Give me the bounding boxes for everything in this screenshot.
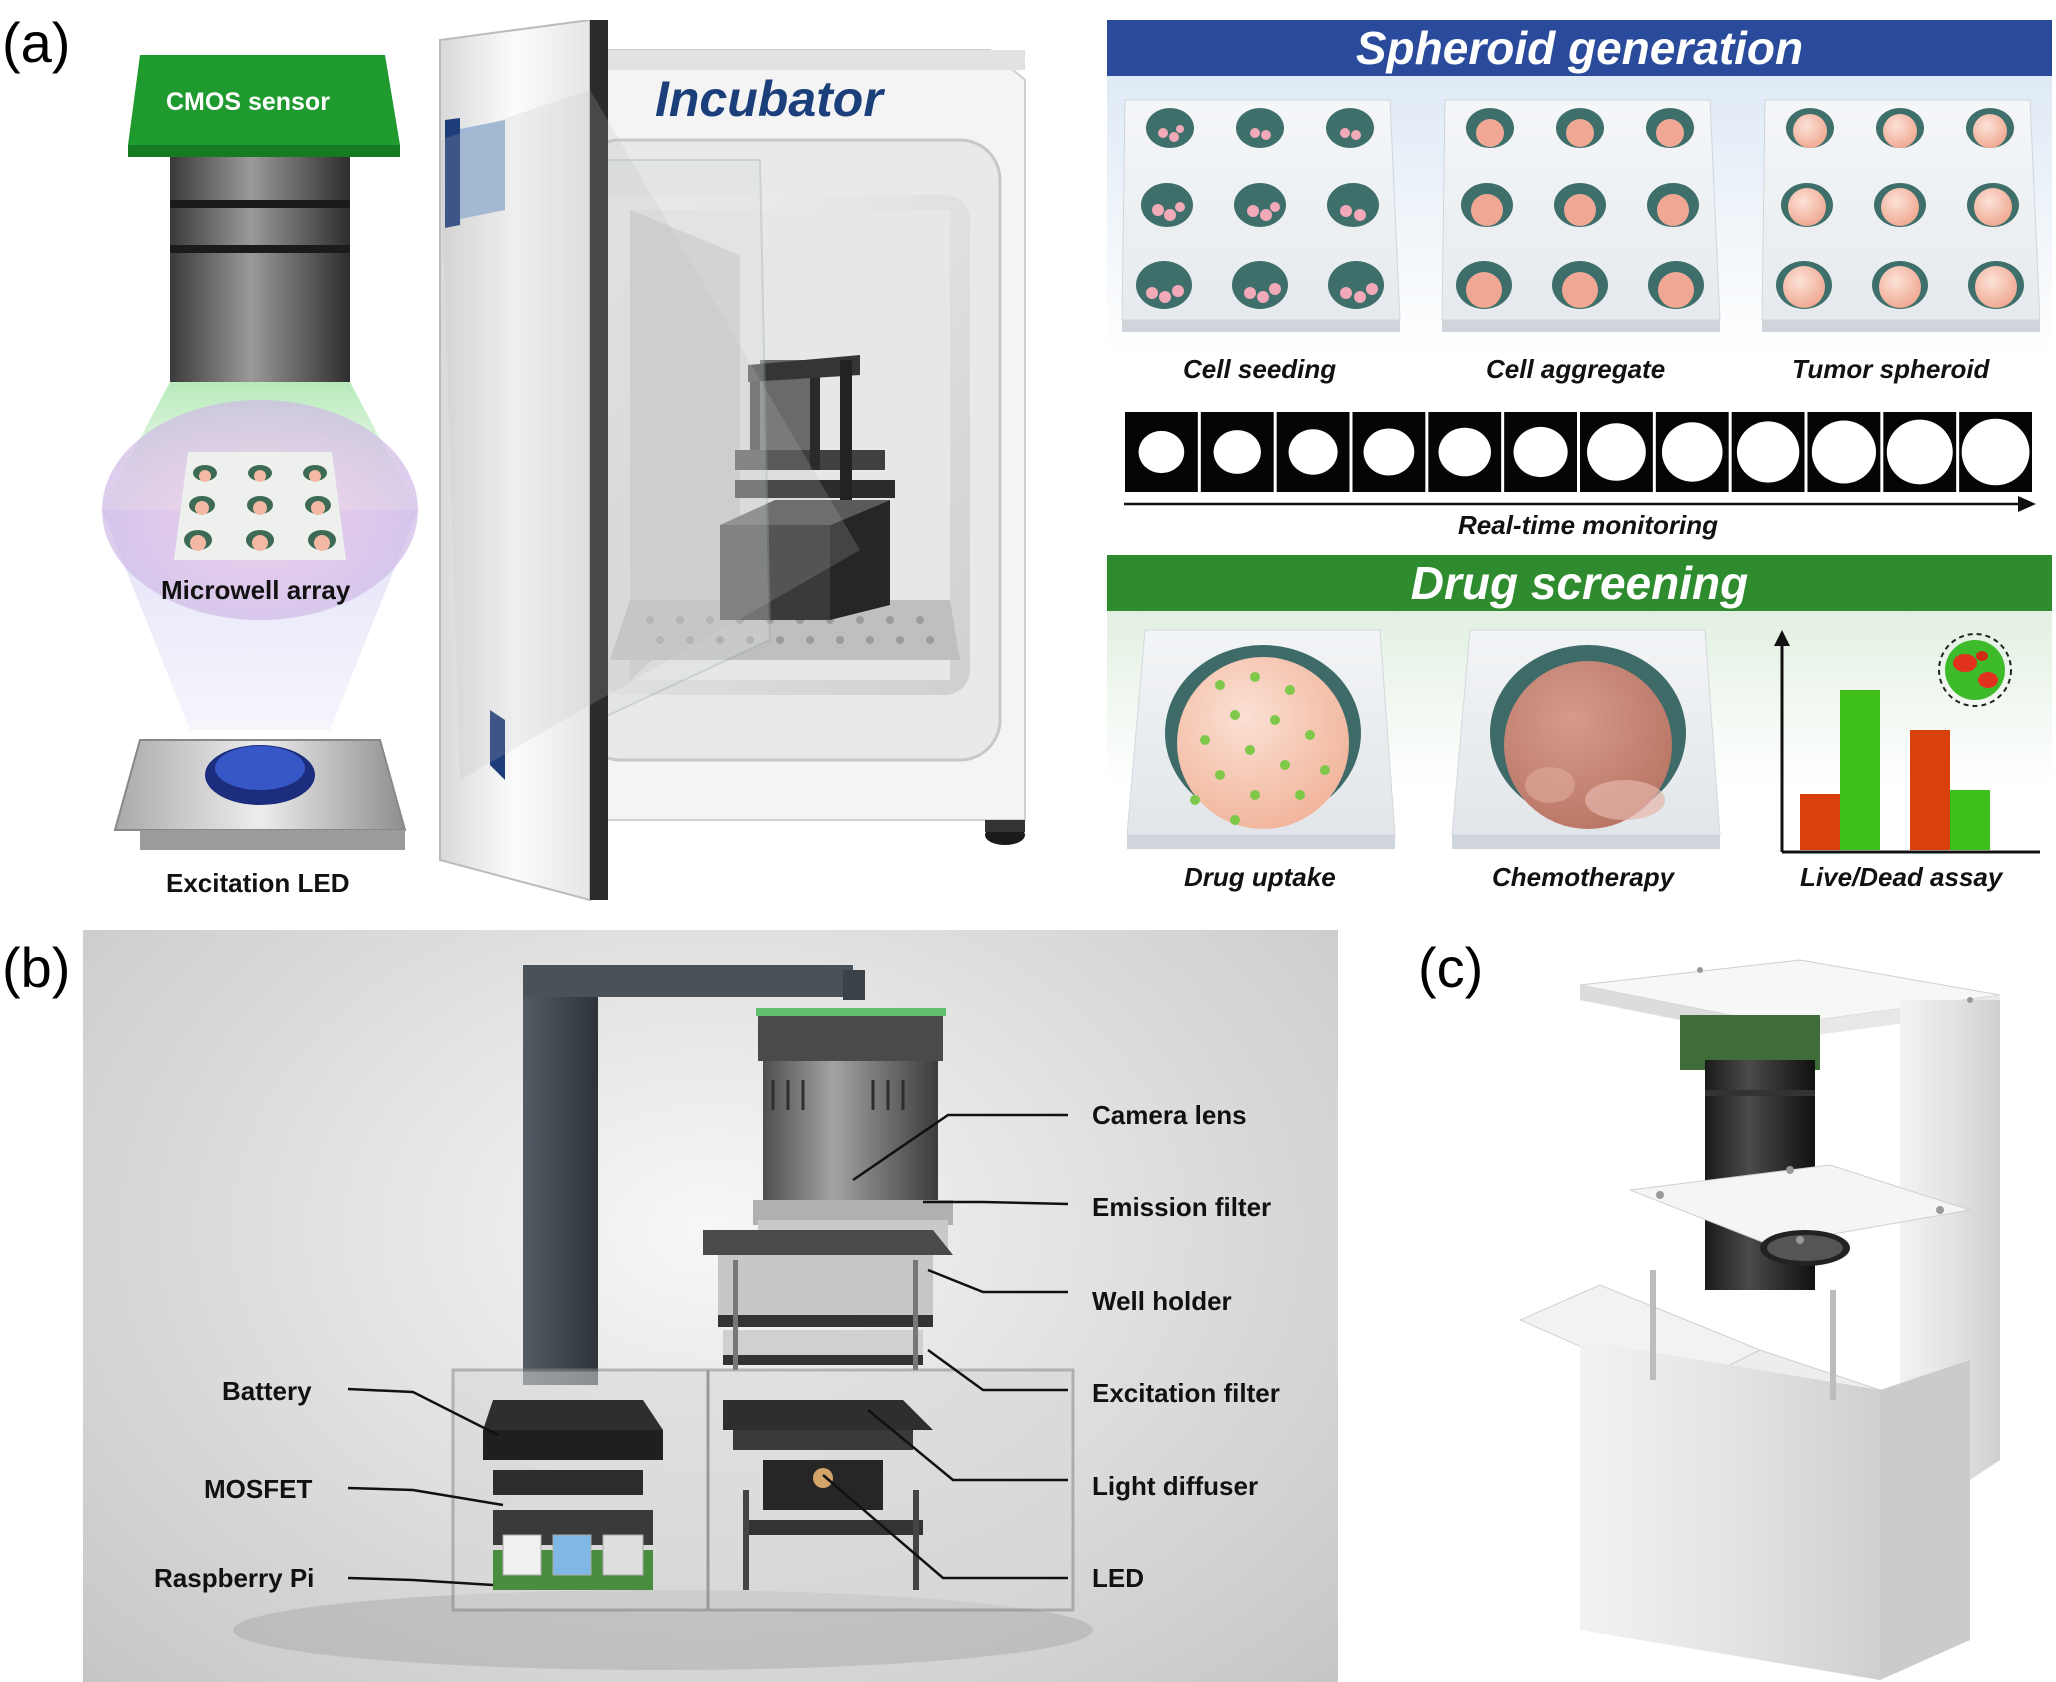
monitoring-frame [1276,412,1350,492]
drug-screening-title: Drug screening [1410,557,1749,609]
callout-mosfet: MOSFET [204,1474,313,1504]
stained-spheroid-icon [1938,633,2012,707]
monitoring-arrow [1124,496,2036,512]
stage-label-live-dead-assay: Live/Dead assay [1800,862,2003,892]
callout-raspberry-pi: Raspberry Pi [154,1563,315,1593]
realtime-monitoring-label: Real-time monitoring [1458,510,1719,540]
callout-battery: Battery [222,1376,312,1406]
monitoring-frame [1959,412,2032,492]
callout-led: LED [1092,1563,1144,1593]
monitoring-strip [1125,412,2032,492]
stage-label-chemotherapy: Chemotherapy [1492,862,1675,892]
stage-label-cell-seeding: Cell seeding [1183,354,1337,384]
monitoring-frame [1580,412,1653,492]
optics-illustration [102,55,418,850]
callout-light-diffuser: Light diffuser [1092,1471,1259,1501]
incubator-label: Incubator [655,71,883,127]
callout-camera-lens: Camera lens [1092,1100,1247,1130]
panel-label-b: (b) [2,936,71,999]
monitoring-frame [1125,412,1198,492]
stage-label-cell-aggregate: Cell aggregate [1486,354,1666,384]
panel-label-a: (a) [2,11,71,74]
monitoring-frame [1731,412,1805,492]
spheroid-generation-banner [1107,20,2052,76]
panel-b-device-render [233,965,1093,1670]
panel-c-device-photo [1518,959,2001,1680]
callout-excitation-filter: Excitation filter [1092,1378,1280,1408]
cmos-sensor-label: CMOS sensor [166,88,330,116]
drug-screening-illustrations [1126,629,1721,849]
live-dead-chart [1774,630,2040,854]
assay-bar-dead [1800,794,1840,850]
monitoring-frame [1655,412,1729,492]
excitation-led-label: Excitation LED [166,868,350,898]
assay-bar-live [1950,790,1990,850]
assay-bar-live [1840,690,1880,850]
monitoring-frame [1807,412,1881,492]
monitoring-frame [1504,412,1577,492]
stage-label-tumor-spheroid: Tumor spheroid [1792,354,1990,384]
stage-label-drug-uptake: Drug uptake [1184,862,1336,892]
monitoring-frame [1200,412,1274,492]
callout-well-holder: Well holder [1092,1286,1232,1316]
assay-bar-dead [1910,730,1950,850]
monitoring-frame [1883,412,1957,492]
monitoring-frame [1352,412,1426,492]
panel-label-c: (c) [1418,936,1484,999]
monitoring-frame [1428,412,1502,492]
incubator-illustration [439,20,1026,902]
microwell-array-label: Microwell array [161,575,351,605]
drug-screening-banner [1107,555,2052,611]
spheroid-chips [1121,99,2040,332]
callout-emission-filter: Emission filter [1092,1192,1272,1222]
spheroid-generation-title: Spheroid generation [1355,22,1804,74]
